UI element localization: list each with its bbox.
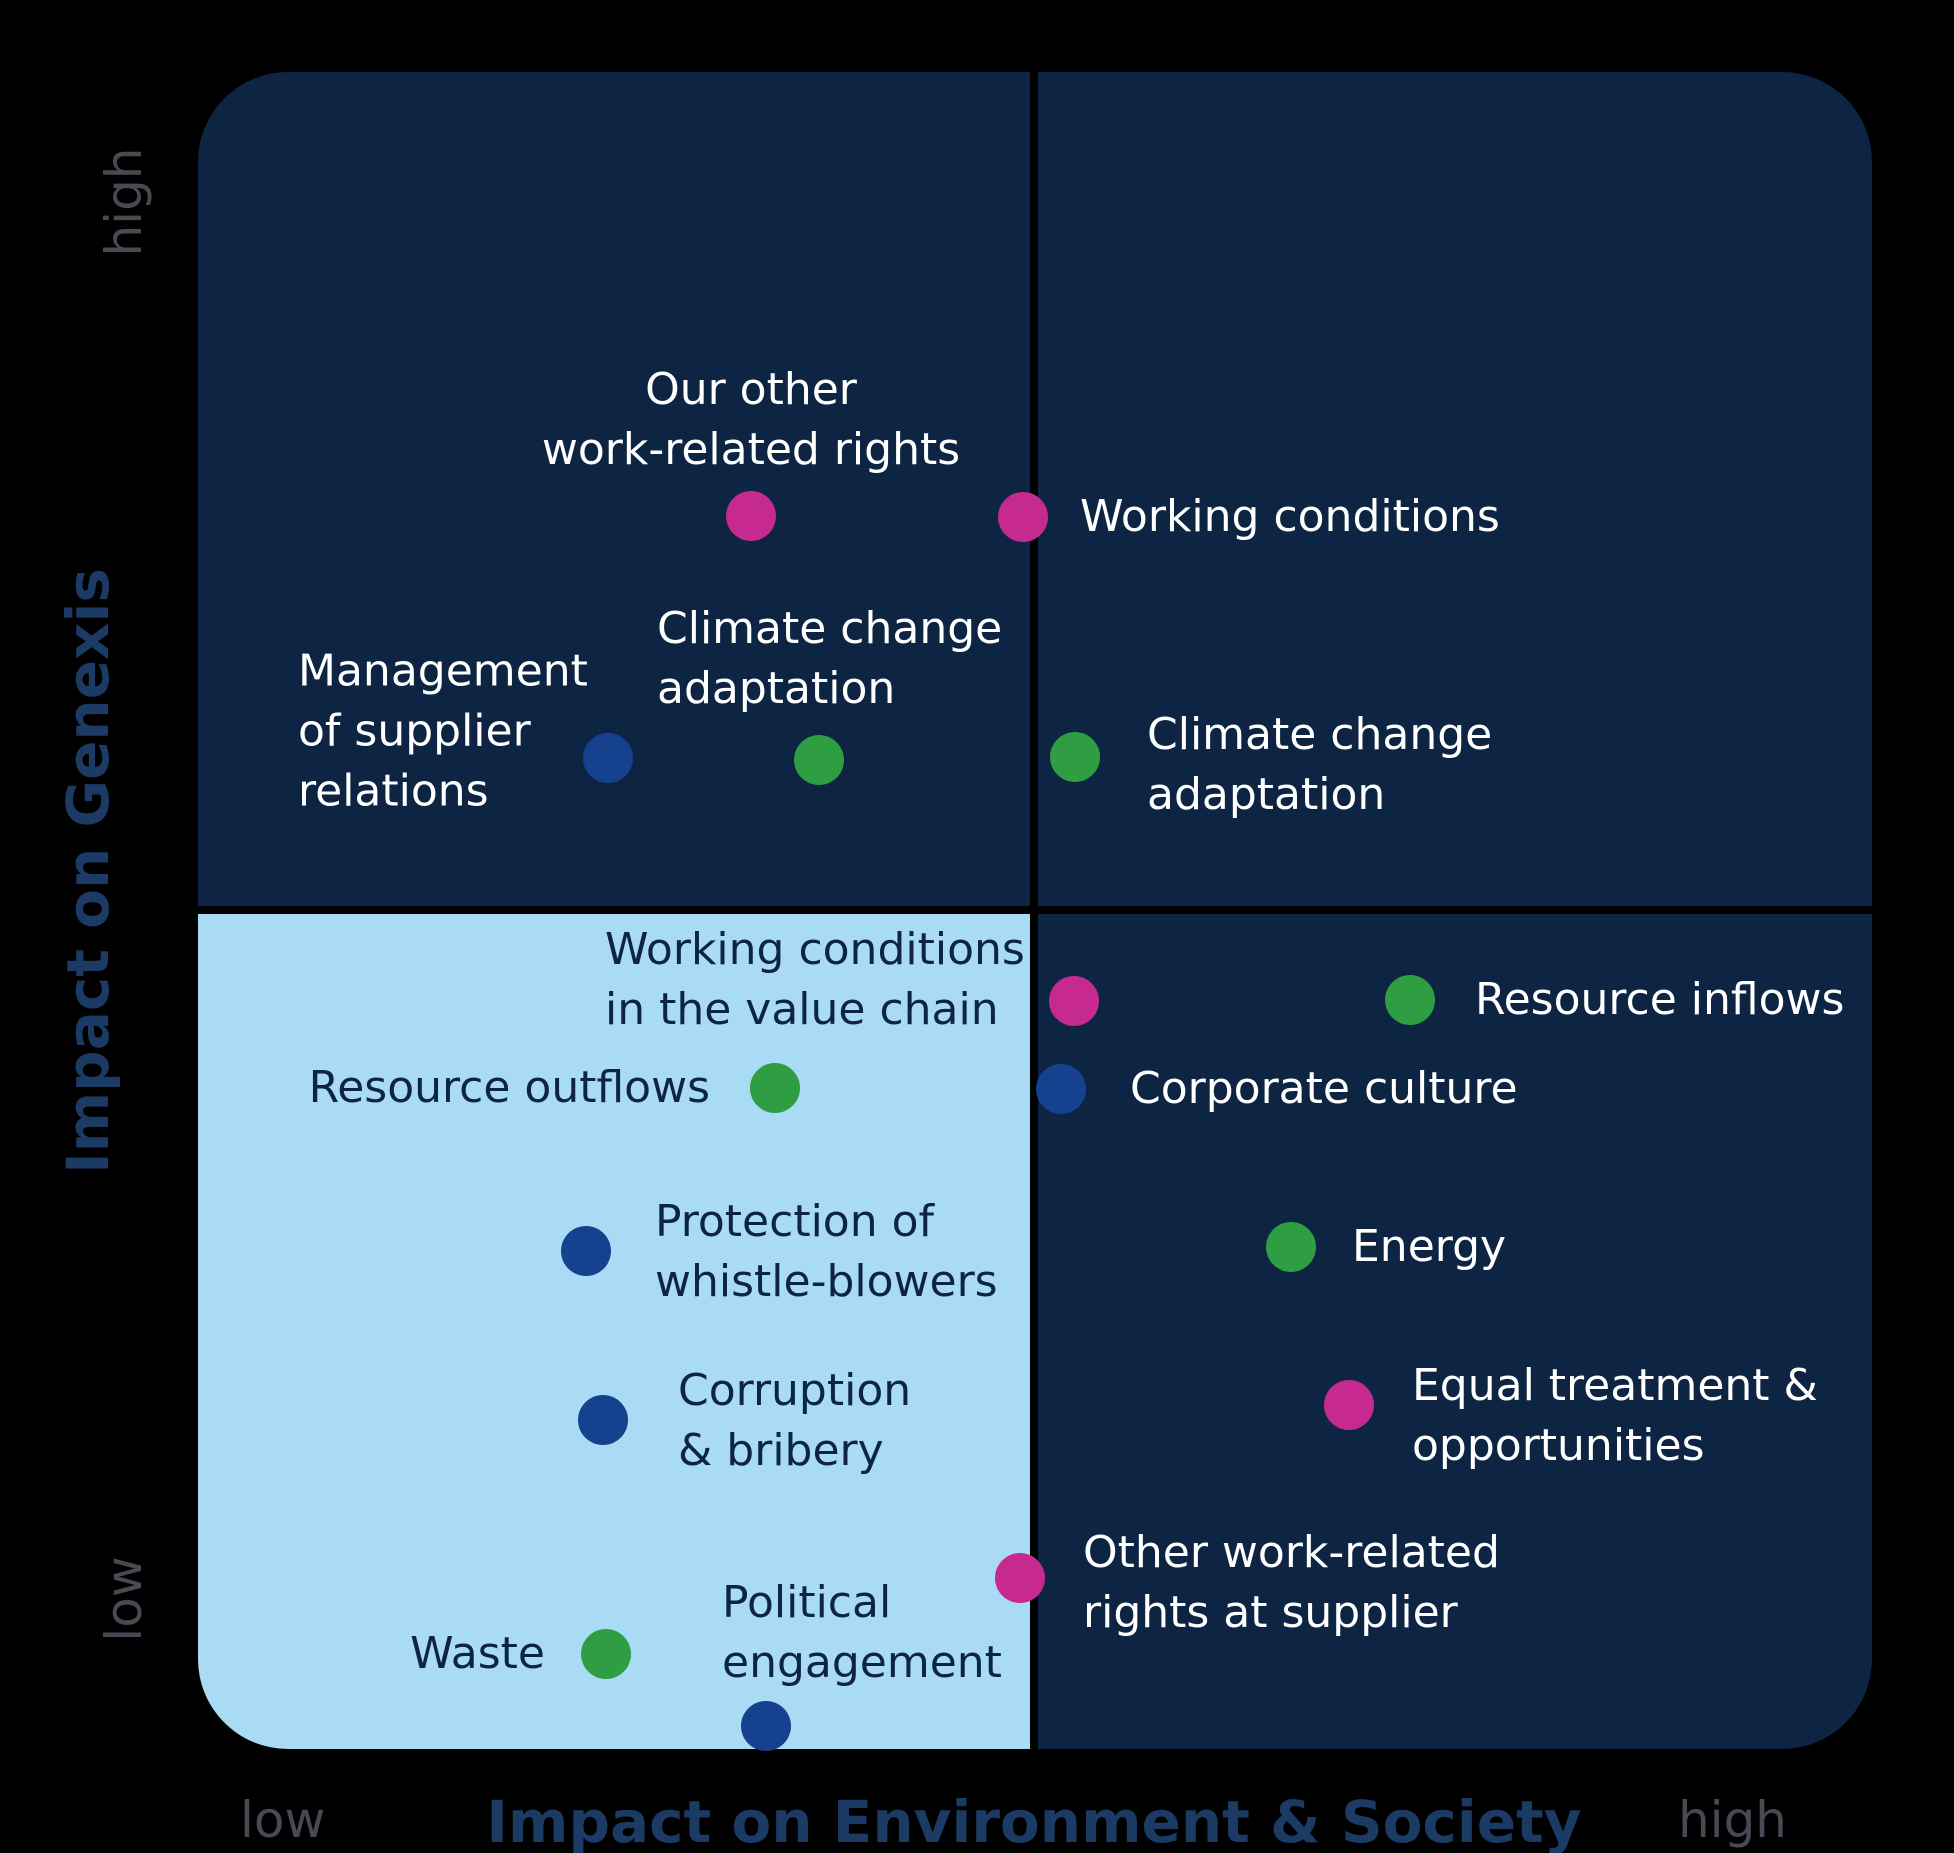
- quadrant-bottom-right: [1038, 914, 1872, 1749]
- point-dot: [1049, 976, 1099, 1026]
- point-dot: [726, 491, 776, 541]
- x-axis-low-tick: low: [240, 1791, 326, 1849]
- x-axis-high-tick: high: [1677, 1791, 1787, 1849]
- point-label: Waste: [410, 1628, 545, 1680]
- point-label: Corruption& bribery: [678, 1365, 912, 1476]
- point-dot: [995, 1553, 1045, 1603]
- x-axis-title: Impact on Environment & Society: [486, 1788, 1582, 1853]
- point-label: Energy: [1352, 1221, 1507, 1273]
- point-dot: [1324, 1380, 1374, 1430]
- point-dot: [794, 735, 844, 785]
- y-axis-title: Impact on Genexis: [54, 568, 122, 1174]
- point-dot: [578, 1395, 628, 1445]
- y-axis-high-tick: high: [95, 147, 153, 257]
- point-dot: [1385, 975, 1435, 1025]
- point-dot: [1050, 732, 1100, 782]
- quadrant-top-right: [1038, 72, 1872, 906]
- quadrant-bottom-left-highlighted: [198, 914, 1030, 1749]
- point-dot: [561, 1226, 611, 1276]
- point-label: Working conditions: [1080, 491, 1500, 543]
- point-dot: [998, 492, 1048, 542]
- point-label: Resource inflows: [1475, 974, 1845, 1026]
- point-label: Equal treatment &opportunities: [1412, 1360, 1818, 1471]
- y-axis-low-tick: low: [95, 1556, 153, 1642]
- point-dot: [1036, 1064, 1086, 1114]
- point-dot: [1266, 1222, 1316, 1272]
- point-dot: [581, 1629, 631, 1679]
- point-dot: [583, 733, 633, 783]
- point-label: Resource outflows: [308, 1062, 710, 1114]
- point-label: Corporate culture: [1130, 1063, 1518, 1115]
- point-dot: [750, 1063, 800, 1113]
- point-dot: [741, 1701, 791, 1751]
